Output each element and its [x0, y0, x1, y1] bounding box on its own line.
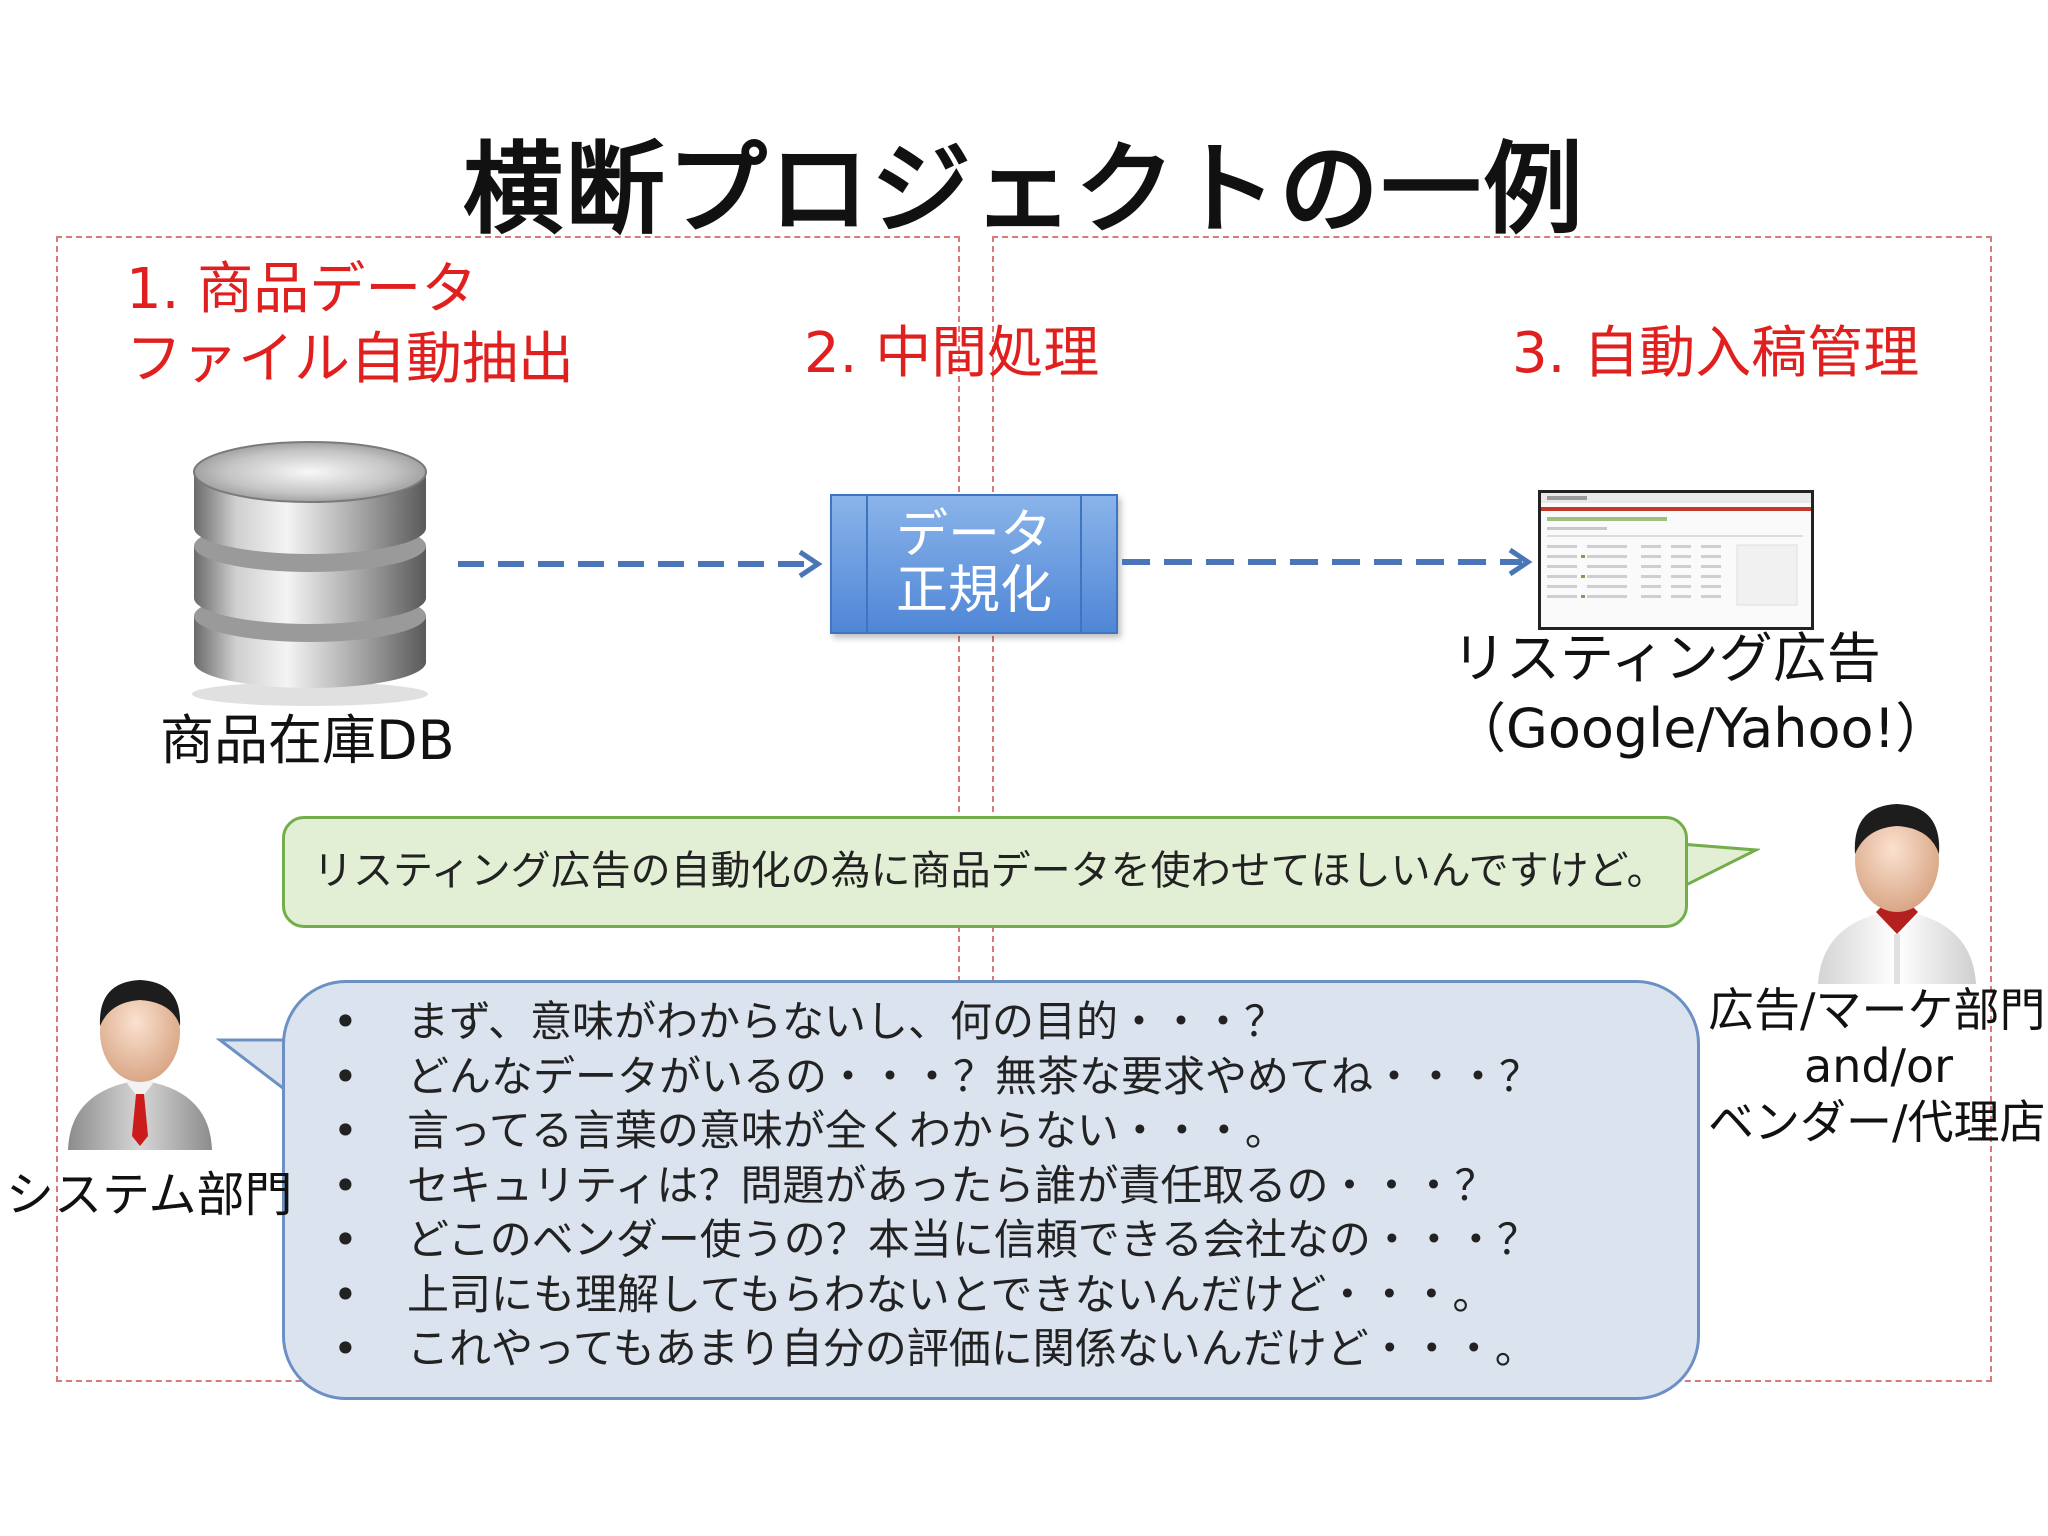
database-label: 商品在庫DB [160, 709, 455, 772]
listing-ad-label-line1: リスティング広告 [1452, 627, 1881, 690]
list-item: • まず、意味がわからないし、何の目的・・・？ [325, 995, 1541, 1050]
list-item: • どこのベンダー使うの？本当に信頼できる会社なの・・・？ [325, 1213, 1541, 1268]
concern-text: 上司にも理解してもらわないとできないんだけど・・・。 [407, 1269, 1495, 1319]
process-label-line2: 正規化 [895, 561, 1052, 621]
list-item: • どんなデータがいるの・・・？無茶な要求やめてね・・・？ [325, 1050, 1541, 1105]
marketing-label-line2: and/or [1804, 1039, 1954, 1093]
list-item: • 言ってる言葉の意味が全くわからない・・・。 [325, 1104, 1541, 1159]
concern-text: これやってもあまり自分の評価に関係ないんだけど・・・。 [407, 1324, 1537, 1373]
concern-text: 言ってる言葉の意味が全くわからない・・・。 [407, 1106, 1287, 1155]
concern-text: セキュリティは？問題があったら誰が責任取るの・・・？ [407, 1160, 1497, 1210]
system-department-label: システム部門 [6, 1167, 293, 1223]
green-bubble-tail [1680, 842, 1760, 890]
list-item: • これやってもあまり自分の評価に関係ないんだけど・・・。 [325, 1322, 1541, 1377]
marketing-request-bubble: リスティング広告の自動化の為に商品データを使わせてほしいんですけど。 [282, 816, 1688, 928]
data-normalization-process: データ 正規化 [830, 494, 1118, 634]
section-2-label: 2. 中間処理 [804, 321, 1100, 386]
bullet: • [333, 1106, 358, 1155]
list-item: • セキュリティは？問題があったら誰が責任取るの・・・？ [325, 1159, 1541, 1214]
listing-ad-label-line2: （Google/Yahoo!） [1452, 697, 1950, 760]
section-1-label-line2: ファイル自動抽出 [126, 327, 574, 392]
bullet: • [333, 1051, 358, 1101]
screenshot-image [1541, 493, 1811, 606]
arrow-icon [1122, 547, 1533, 577]
bullet: • [333, 1269, 358, 1319]
person-icon [1818, 804, 1976, 984]
arrow-icon [458, 549, 823, 579]
person-icon [68, 980, 212, 1150]
bullet: • [333, 1215, 358, 1264]
marketing-request-text: リスティング広告の自動化の為に商品データを使わせてほしいんですけど。 [313, 848, 1667, 894]
process-label-line1: データ [895, 505, 1052, 565]
marketing-label-line3: ベンダー/代理店 [1708, 1095, 2046, 1149]
bullet: • [333, 1160, 358, 1210]
concern-list: • まず、意味がわからないし、何の目的・・・？ • どんなデータがいるの・・・？無茶… [325, 995, 1541, 1377]
bullet: • [333, 1324, 358, 1373]
concern-text: まず、意味がわからないし、何の目的・・・？ [407, 997, 1287, 1046]
section-1-label-line1: 1. 商品データ [126, 257, 478, 322]
concern-text: どんなデータがいるの・・・？無茶な要求やめてね・・・？ [407, 1051, 1542, 1101]
database-icon [192, 441, 428, 706]
concern-text: どこのベンダー使うの？本当に信頼できる会社なの・・・？ [407, 1215, 1539, 1264]
list-item: • 上司にも理解してもらわないとできないんだけど・・・。 [325, 1268, 1541, 1323]
system-concerns-bubble: • まず、意味がわからないし、何の目的・・・？ • どんなデータがいるの・・・？無茶… [282, 980, 1700, 1400]
listing-ad-screenshot [1538, 490, 1814, 630]
marketing-label-line1: 広告/マーケ部門 [1708, 983, 2046, 1037]
slide-title: 横断プロジェクトの一例 [463, 131, 1585, 248]
bullet: • [333, 997, 358, 1046]
section-3-label: 3. 自動入稿管理 [1512, 321, 1920, 386]
